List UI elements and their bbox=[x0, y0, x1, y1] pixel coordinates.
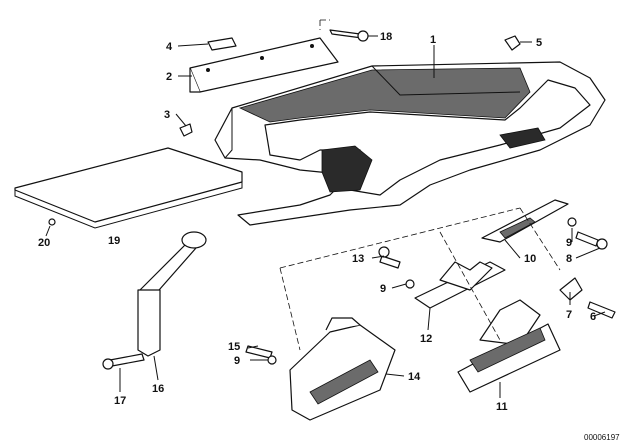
callout-9-right: 9 bbox=[566, 237, 572, 249]
callout-7: 7 bbox=[566, 309, 572, 321]
callout-1: 1 bbox=[430, 34, 436, 46]
callout-15: 15 bbox=[228, 341, 240, 353]
callout-18: 18 bbox=[380, 31, 392, 43]
clip-5 bbox=[504, 35, 521, 51]
lock-base bbox=[414, 261, 506, 309]
lid-panel bbox=[14, 147, 243, 229]
screw-3 bbox=[179, 123, 193, 137]
handle-assembly bbox=[289, 317, 396, 421]
callout-13: 13 bbox=[352, 253, 364, 265]
callout-4: 4 bbox=[166, 41, 173, 53]
washer-9-mid bbox=[405, 279, 415, 289]
callout-10: 10 bbox=[524, 253, 536, 265]
striker-plate bbox=[481, 199, 569, 243]
callout-8: 8 bbox=[566, 253, 572, 265]
screw-20 bbox=[48, 218, 56, 226]
callout-5: 5 bbox=[536, 37, 542, 49]
callout-11: 11 bbox=[496, 401, 508, 413]
callout-2: 2 bbox=[166, 71, 172, 83]
callout-9-mid: 9 bbox=[380, 283, 386, 295]
mounting-bracket bbox=[189, 37, 339, 93]
washer-9-right bbox=[567, 217, 577, 227]
callout-20: 20 bbox=[38, 237, 50, 249]
callout-17: 17 bbox=[114, 395, 126, 407]
callout-6: 6 bbox=[590, 311, 596, 323]
callout-14: 14 bbox=[408, 371, 421, 383]
bracket-7 bbox=[559, 277, 583, 301]
lock-assembly bbox=[457, 299, 561, 393]
callout-12: 12 bbox=[420, 333, 432, 345]
callout-labels: 1 2 3 4 5 6 7 8 9 10 11 12 13 14 15 16 1… bbox=[38, 31, 596, 413]
glove-box-housing bbox=[214, 61, 606, 226]
screw-6 bbox=[587, 301, 616, 319]
bolt-13 bbox=[378, 246, 401, 269]
reference-code: 00006197 bbox=[584, 433, 620, 442]
support-strut bbox=[102, 231, 207, 370]
callout-9-left: 9 bbox=[234, 355, 240, 367]
assembly-lines bbox=[279, 19, 561, 351]
leader-lines bbox=[45, 35, 606, 398]
callout-3: 3 bbox=[164, 109, 170, 121]
screw-18 bbox=[329, 29, 369, 42]
callout-16: 16 bbox=[152, 383, 164, 395]
washer-9-left bbox=[267, 355, 277, 365]
callout-19: 19 bbox=[108, 235, 120, 247]
screw-8 bbox=[575, 231, 608, 250]
